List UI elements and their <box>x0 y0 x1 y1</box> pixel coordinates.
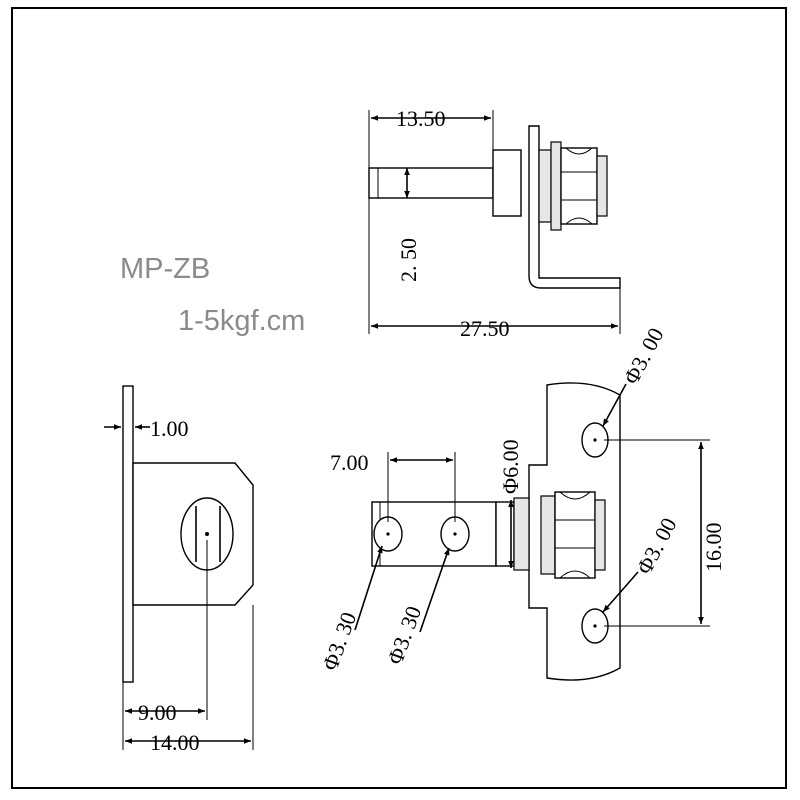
front-plate-edge <box>122 385 134 683</box>
drawing-frame <box>11 7 787 789</box>
side-pin <box>368 167 494 199</box>
top-view: 7.00 Φ6.00 Φ3. 30 Φ3. 30 Φ3. 00 Φ3. 00 1… <box>317 324 726 681</box>
side-view: 13.50 2. 50 27.50 <box>368 106 621 341</box>
dim-hole-pitch: 7.00 <box>330 450 369 475</box>
dim-width: 14.00 <box>150 730 200 755</box>
dim-pin-length: 13.50 <box>396 106 446 131</box>
dim-mount-hole-top: Φ3. 00 <box>618 324 668 389</box>
side-bent-plate <box>528 125 621 289</box>
dim-pin-thickness: 2. 50 <box>396 238 421 282</box>
dim-pin-hole-1: Φ3. 30 <box>317 609 361 674</box>
model-label: MP-ZB <box>120 253 210 285</box>
dim-mount-pitch: 16.00 <box>701 523 726 573</box>
dim-body-diameter: Φ6.00 <box>498 439 523 494</box>
dim-overall-length: 27.50 <box>460 316 510 341</box>
torque-label: 1-5kgf.cm <box>178 305 305 337</box>
dim-mount-hole-bottom: Φ3. 00 <box>631 514 681 579</box>
dim-hole-offset: 9.00 <box>138 700 177 725</box>
dim-plate-thickness: 1.00 <box>150 416 189 441</box>
front-view: 1.00 9.00 14.00 <box>104 385 254 755</box>
dim-pin-hole-2: Φ3. 30 <box>382 603 426 668</box>
